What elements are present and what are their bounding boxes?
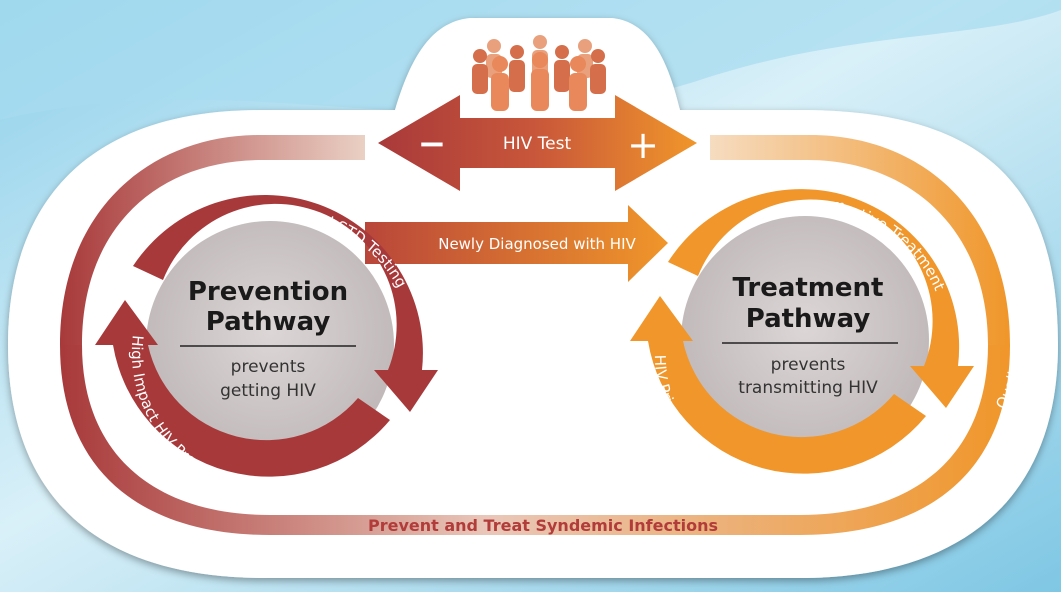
prevention-top-arc	[133, 194, 438, 412]
treatment-sub-line1: prevents	[771, 355, 846, 375]
prevention-title-line2: Pathway	[206, 307, 331, 337]
treatment-sub-line2: transmitting HIV	[738, 378, 878, 398]
hiv-test-arrow[interactable]	[378, 95, 697, 191]
prevention-center-circle	[146, 221, 394, 469]
prevention-title-line1: Prevention	[188, 277, 348, 307]
treatment-center-circle	[681, 216, 929, 464]
newly-diagnosed-arrow[interactable]	[365, 205, 668, 282]
newly-diagnosed-label: Newly Diagnosed with HIV	[438, 235, 636, 253]
outer-loop-left	[60, 135, 365, 345]
treatment-bottom-arc	[630, 296, 926, 474]
treatment-title-line2: Pathway	[746, 304, 871, 334]
prevention-bottom-arc	[95, 300, 390, 477]
hiv-test-positive-symbol: +	[627, 123, 659, 167]
prevention-sub-line2: getting HIV	[220, 381, 316, 401]
hiv-test-negative-symbol: −	[418, 124, 447, 164]
prevention-sub-line1: prevents	[231, 357, 306, 377]
hiv-test-label: HIV Test	[503, 134, 572, 154]
syndemic-infections-label: Prevent and Treat Syndemic Infections	[368, 516, 718, 535]
treatment-title-line1: Treatment	[733, 273, 884, 303]
outer-loop-right	[710, 135, 1010, 345]
people-group-icon	[472, 35, 606, 111]
treatment-top-arc	[668, 189, 974, 408]
